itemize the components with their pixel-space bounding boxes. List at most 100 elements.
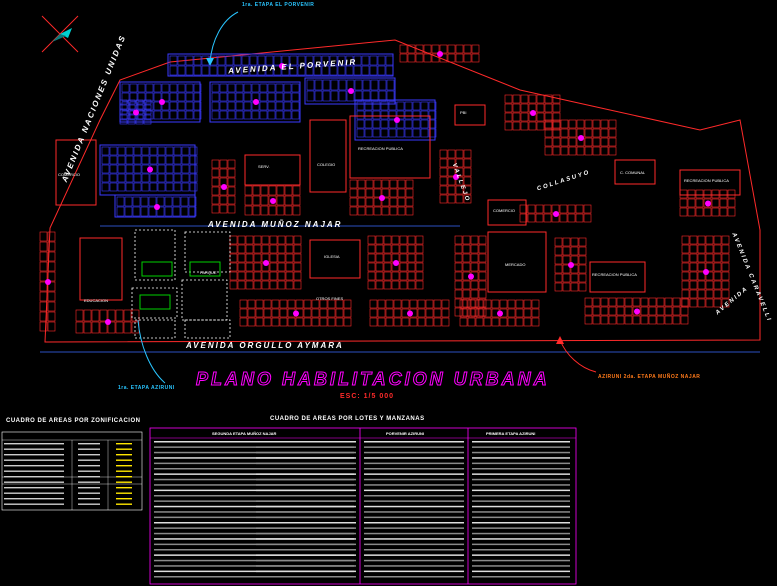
lot-cell [145, 83, 154, 93]
lot-cell [149, 173, 158, 183]
lot-cell [567, 204, 576, 214]
lot-cell [132, 196, 141, 207]
lot-cell [512, 121, 521, 131]
lot-cell [101, 155, 110, 165]
lot-cell [454, 307, 463, 317]
lot-cell [329, 55, 338, 66]
lot-cell [39, 241, 48, 252]
lot-cell [523, 299, 532, 309]
lot-cell [705, 280, 714, 290]
lot-cell [624, 297, 633, 307]
lot-cell [47, 261, 56, 272]
table-row [472, 441, 570, 443]
lot-cell [47, 271, 56, 282]
table-row [364, 543, 464, 546]
lot-cell [544, 137, 553, 147]
lot-cell [109, 182, 118, 192]
block-marker [263, 260, 269, 266]
lot-cell [415, 53, 424, 63]
lot-cell [420, 101, 429, 111]
lot-cell [407, 262, 416, 272]
lot-cell [570, 264, 579, 274]
lot-cell [337, 65, 346, 76]
lot-cell [245, 280, 254, 290]
table-row [364, 489, 464, 492]
lot-cell [705, 262, 714, 272]
block-marker [578, 135, 584, 141]
block-marker [147, 166, 153, 173]
lot-cell [161, 101, 170, 111]
table-cell [116, 481, 132, 483]
lot-cell [681, 244, 690, 254]
lot-cell [689, 289, 698, 299]
lot-cell [185, 110, 194, 120]
lot-cell [362, 79, 371, 91]
lot-cell [562, 282, 571, 292]
table-row [256, 511, 356, 513]
lot-cell [293, 244, 302, 254]
lot-cell [211, 168, 220, 178]
lot-cell [478, 262, 487, 272]
table-row [256, 441, 356, 443]
lot-cell [354, 79, 363, 91]
lot-cell [697, 271, 706, 281]
lot-cell [423, 53, 432, 63]
lot-cell [322, 90, 331, 102]
table-row [472, 484, 570, 486]
lot-cell [129, 83, 138, 93]
lot-cell [689, 244, 698, 254]
lot-cell [284, 205, 293, 216]
table-row [364, 516, 464, 519]
facility-serv: SERV. [258, 164, 270, 169]
lot-cell [244, 185, 253, 196]
block-marker [159, 99, 165, 105]
lot-cell [39, 321, 48, 332]
lot-cell [153, 92, 162, 102]
lot-cell [357, 197, 366, 207]
lot-cell [695, 207, 704, 217]
lot-cell [148, 196, 157, 207]
lot-cell [247, 308, 256, 318]
table-row [154, 527, 354, 529]
lot-cell [173, 173, 182, 183]
lot-cell [544, 94, 553, 104]
lot-cell [156, 196, 165, 207]
table-cell [116, 498, 132, 500]
lot-cell [311, 308, 320, 318]
lot-cell [491, 317, 500, 327]
callout-arrows [137, 11, 597, 384]
lot-cell [393, 308, 402, 318]
table-cell [116, 465, 132, 467]
lot-cell [313, 65, 322, 76]
lot-cell [420, 119, 429, 129]
lot-cell [570, 246, 579, 256]
lot-cell [284, 195, 293, 206]
lot-cell [181, 146, 190, 156]
lot-cell [463, 176, 472, 186]
lot-cell [257, 65, 266, 76]
lot-cell [354, 90, 363, 102]
block-marker [497, 310, 503, 317]
facility-educacion: EDUCACION [84, 298, 109, 303]
lot-cell [297, 55, 306, 66]
lot-cell [681, 280, 690, 290]
lot-cell [389, 206, 398, 216]
lot-cell [439, 167, 448, 177]
lot-cell [705, 253, 714, 263]
table-row [256, 500, 356, 502]
table-row [364, 549, 464, 551]
lot-cell [417, 317, 426, 327]
lot-cell [119, 104, 128, 110]
lot-cell [295, 317, 304, 327]
lot-cell [711, 198, 720, 208]
lot-cell [217, 55, 226, 66]
lot-cell [463, 167, 472, 177]
lot-cell [327, 299, 336, 309]
lot-cell [193, 83, 202, 93]
lot-cell [463, 149, 472, 159]
lot-cell [327, 317, 336, 327]
lot-cell [527, 204, 536, 214]
lot-cell [681, 235, 690, 245]
lot-cell [235, 83, 244, 93]
lot-cell [133, 182, 142, 192]
